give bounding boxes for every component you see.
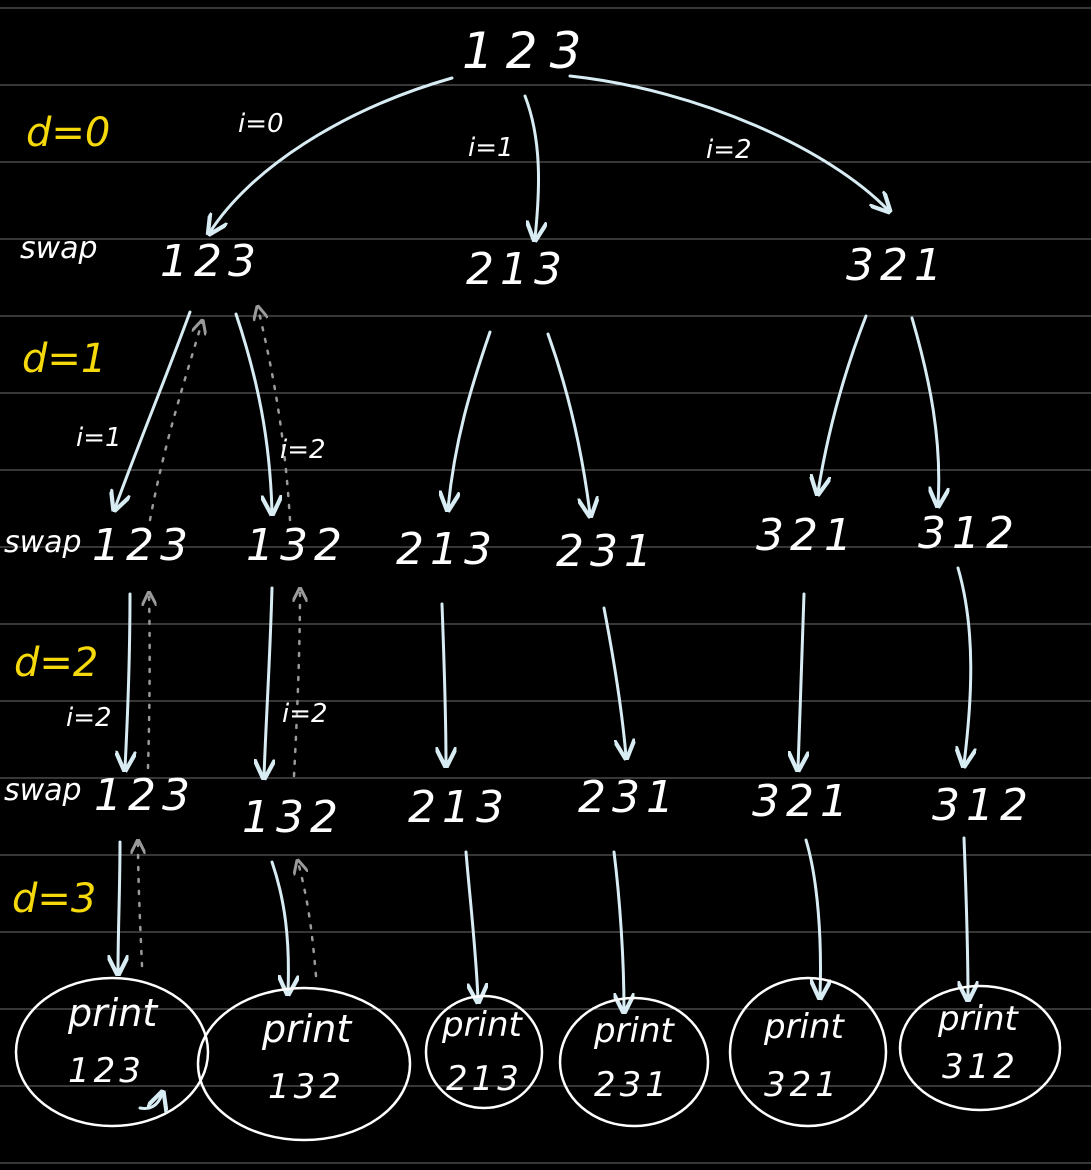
leaf-print-123: print 123 — [14, 976, 210, 1128]
edge-123-to-132 — [234, 312, 272, 512]
leaf-print-label: print — [937, 999, 1020, 1039]
level2-node-231: 231 — [556, 526, 658, 577]
leaf-print-value: 312 — [942, 1047, 1019, 1087]
swap-label-level2: swap — [4, 525, 82, 560]
leaf-print-label: print — [261, 1007, 353, 1051]
depth-label-2: d=2 — [14, 640, 98, 686]
edge-label-l3-i2-a: i=2 — [66, 703, 112, 733]
backtrack-arrow-l3-123 — [148, 594, 150, 770]
edge-l3-312-to-leaf — [964, 836, 968, 998]
edge-label-l2-i1: i=1 — [76, 423, 122, 453]
level3-node-231: 231 — [578, 772, 680, 823]
edge-123-to-123 — [115, 310, 192, 508]
level2-node-132: 132 — [246, 520, 348, 571]
level2-node-123: 123 — [92, 520, 194, 571]
level3-node-132: 132 — [242, 792, 344, 843]
edge-l3-123-to-leaf — [118, 840, 120, 972]
edge-label-i2: i=2 — [706, 135, 752, 165]
edge-l3-231-to-leaf — [612, 850, 624, 1010]
leaf-print-312: print 312 — [898, 984, 1062, 1112]
depth-label-1: d=1 — [22, 336, 106, 382]
edge-l2-123-to-l3 — [125, 592, 130, 768]
leaf-circle — [14, 976, 210, 1128]
level3-node-213: 213 — [408, 782, 510, 833]
backtrack-arrow-leaf-123 — [138, 842, 142, 968]
level3-node-312: 312 — [932, 780, 1034, 831]
level3-node-123: 123 — [94, 770, 196, 821]
level1-node-213: 213 — [466, 244, 568, 295]
backtrack-arrow-leaf-132 — [298, 862, 318, 978]
edge-l2-213-to-l3 — [442, 602, 446, 764]
leaf-print-label: print — [441, 1005, 524, 1045]
edge-l2-231-to-l3 — [602, 606, 626, 756]
depth-label-3: d=3 — [12, 876, 96, 922]
edge-root-to-node-213 — [523, 94, 539, 238]
edge-321-to-312 — [910, 316, 939, 504]
edge-root-to-node-123 — [210, 76, 454, 232]
level1-node-123: 123 — [160, 236, 262, 287]
leaf-circle — [898, 984, 1062, 1112]
edge-label-l3-i2-b: i=2 — [282, 699, 328, 729]
leaf-print-value: 231 — [594, 1065, 671, 1105]
edge-213-to-213 — [448, 330, 492, 508]
edge-l2-321-to-l3 — [798, 592, 804, 768]
depth-label-0: d=0 — [26, 110, 110, 156]
root-node: 123 — [462, 22, 593, 80]
leaf-print-321: print 321 — [728, 976, 888, 1128]
level2-node-213: 213 — [396, 524, 498, 575]
edge-l2-132-to-l3 — [264, 586, 272, 776]
swap-label-level3: swap — [4, 773, 82, 808]
backtrack-arrow-l3-132 — [294, 590, 300, 778]
leaf-print-label: print — [593, 1011, 676, 1051]
leaf-print-label: print — [763, 1007, 846, 1047]
leaf-print-213: print 213 — [424, 994, 544, 1110]
edge-l3-213-to-leaf — [464, 850, 478, 1000]
ruled-lines — [0, 7, 1091, 1164]
backtrack-arrow-l2-132 — [258, 308, 292, 522]
leaf-circle — [196, 986, 412, 1142]
edge-l3-132-to-leaf — [270, 860, 288, 992]
edge-label-i1: i=1 — [468, 133, 514, 163]
leaf-circle — [558, 996, 710, 1128]
level2-node-321: 321 — [756, 510, 858, 561]
leaf-tail-123 — [138, 1094, 162, 1108]
edge-213-to-231 — [546, 332, 590, 514]
leaf-print-value: 132 — [268, 1067, 345, 1107]
edge-label-i0: i=0 — [238, 109, 284, 139]
leaf-print-value: 321 — [764, 1065, 841, 1105]
edge-root-to-node-321 — [568, 74, 888, 210]
edge-l3-321-to-leaf — [804, 838, 820, 996]
leaf-print-label: print — [67, 991, 159, 1035]
leaf-print-value: 123 — [68, 1051, 145, 1091]
edge-label-l2-i2: i=2 — [280, 435, 326, 465]
backtrack-arrow-l2-123 — [148, 322, 202, 522]
leaf-print-132: print 132 — [196, 986, 412, 1142]
leaf-print-231: print 231 — [558, 996, 710, 1128]
leaf-circle — [424, 994, 544, 1110]
leaf-circle — [728, 976, 888, 1128]
edge-321-to-321 — [818, 314, 868, 492]
level2-node-312: 312 — [918, 508, 1020, 559]
edge-l2-312-to-l3 — [958, 566, 971, 764]
level1-node-321: 321 — [846, 240, 948, 291]
swap-label-level1: swap — [20, 231, 98, 266]
level3-node-321: 321 — [752, 776, 854, 827]
leaf-print-value: 213 — [446, 1059, 523, 1099]
